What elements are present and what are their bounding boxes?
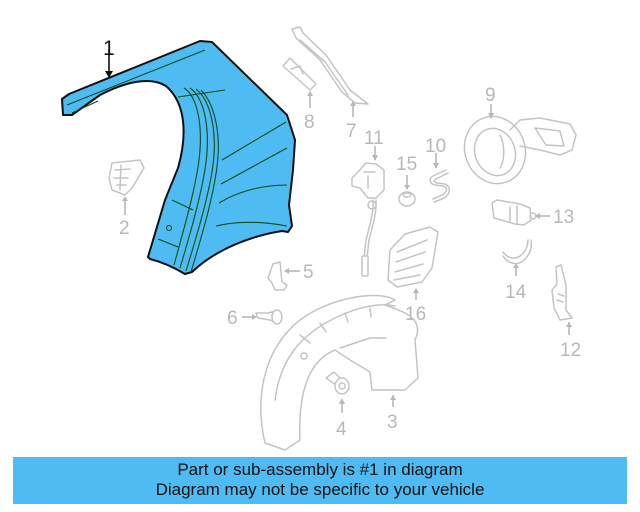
arrow-icon [513, 263, 519, 268]
arrow-icon [372, 155, 378, 161]
part-1-quarter-panel[interactable] [61, 40, 296, 275]
part-16-vent[interactable] [387, 226, 439, 288]
parts-diagram: 1 2 8 7 11 15 [61, 26, 581, 451]
callout-11[interactable]: 11 [364, 128, 384, 149]
arrow-icon [535, 213, 540, 219]
arrow-icon [350, 101, 356, 106]
callout-16[interactable]: 16 [405, 304, 426, 325]
callout-12[interactable]: 12 [560, 340, 581, 361]
arrow-icon [284, 268, 289, 274]
part-6-push-pin[interactable] [255, 309, 283, 325]
callout-7[interactable]: 7 [346, 121, 357, 142]
arrow-icon [566, 322, 572, 327]
callout-5[interactable]: 5 [303, 262, 314, 283]
callout-9[interactable]: 9 [485, 85, 496, 106]
part-13-actuator[interactable] [491, 199, 537, 226]
part-4-screw[interactable] [325, 371, 350, 395]
banner-line-disclaimer: Diagram may not be specific to your vehi… [155, 480, 485, 499]
callout-15[interactable]: 15 [396, 154, 417, 175]
part-2-bracket[interactable] [108, 159, 145, 196]
callout-6[interactable]: 6 [227, 308, 238, 329]
arrow-icon [307, 91, 313, 96]
part-3-wheelhouse-liner[interactable] [260, 294, 419, 451]
callout-3[interactable]: 3 [387, 412, 398, 433]
part-10-spring[interactable] [429, 169, 450, 203]
part-15-grommet[interactable] [398, 191, 416, 207]
arrow-icon [390, 395, 396, 400]
arrow-icon [433, 163, 439, 169]
callout-10[interactable]: 10 [425, 136, 446, 157]
arrow-icon [413, 288, 419, 293]
part-11-actuator[interactable] [351, 162, 385, 277]
part-7-strip[interactable] [291, 26, 369, 105]
part-12-bracket[interactable] [551, 264, 573, 321]
arrow-icon [252, 314, 257, 320]
info-banner: Part or sub-assembly is #1 in diagram Di… [13, 457, 627, 504]
part-5-clip[interactable] [267, 261, 288, 291]
callout-4[interactable]: 4 [336, 419, 347, 440]
callout-8[interactable]: 8 [304, 112, 315, 133]
part-9-fuel-door[interactable] [455, 108, 577, 192]
arrow-icon [339, 398, 345, 404]
arrow-icon [404, 185, 410, 190]
arrow-icon [105, 71, 113, 78]
banner-line-part-number: Part or sub-assembly is #1 in diagram [177, 460, 463, 479]
arrow-icon [122, 196, 128, 201]
callout-14[interactable]: 14 [505, 282, 527, 303]
callout-2[interactable]: 2 [119, 218, 130, 239]
part-14-hose[interactable] [502, 239, 533, 265]
callout-1[interactable]: 1 [103, 37, 115, 60]
part-8-trim[interactable] [282, 57, 317, 91]
callout-13[interactable]: 13 [553, 207, 574, 228]
arrow-icon [488, 113, 494, 119]
